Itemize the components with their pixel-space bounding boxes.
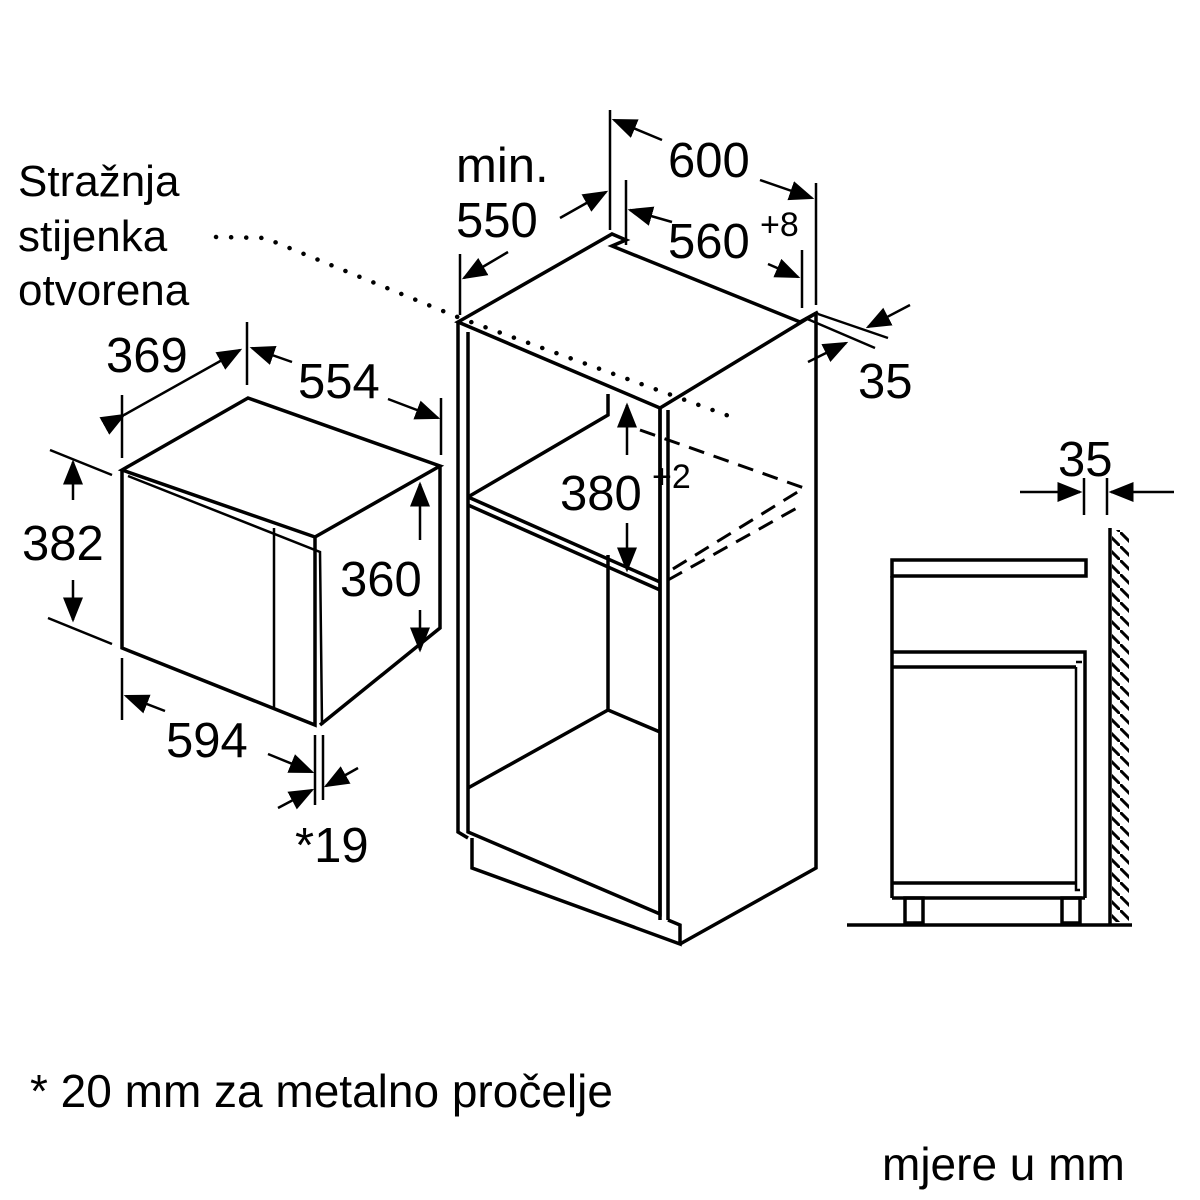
leg-left xyxy=(903,896,925,925)
appliance-height-body-label: 360 xyxy=(340,553,422,607)
appliance-drawing: 369 554 382 360 594 *19 xyxy=(22,322,445,873)
appliance-height-total-label: 382 xyxy=(22,517,104,571)
side-top-board xyxy=(890,558,1088,578)
niche-height-tolerance: +2 xyxy=(652,458,691,496)
niche-width-tolerance: +8 xyxy=(760,206,799,244)
cabinet-plinth xyxy=(470,838,682,947)
niche-width-label: 560 xyxy=(668,215,750,269)
callout-leader-dotted xyxy=(213,234,743,423)
footnote: * 20 mm za metalno pročelje xyxy=(30,1065,613,1117)
callout-line-3: otvorena xyxy=(18,266,190,315)
min-depth-label: 550 xyxy=(456,194,538,248)
appliance-front xyxy=(120,470,317,728)
appliance-side xyxy=(318,466,442,727)
units-note: mjere u mm xyxy=(882,1138,1125,1190)
side-shelf xyxy=(892,650,1087,898)
appliance-depth-label: 369 xyxy=(106,329,188,383)
cabinet-top xyxy=(454,232,819,410)
side-view-drawing: 35 xyxy=(847,433,1174,927)
rear-wall-callout: Stražnja stijenka otvorena xyxy=(18,157,743,423)
appliance-width-body-label: 554 xyxy=(298,355,380,409)
min-label: min. xyxy=(456,139,549,193)
outer-width-label: 600 xyxy=(668,134,750,188)
back-gap-label: 35 xyxy=(858,355,913,409)
callout-line-2: stijenka xyxy=(18,212,168,261)
appliance-top xyxy=(117,396,445,539)
front-thickness-label: *19 xyxy=(295,819,369,873)
appliance-front-frame xyxy=(127,474,324,726)
wall-gap-label: 35 xyxy=(1058,433,1113,487)
niche-height-label: 380 xyxy=(560,467,642,521)
cabinet-drawing: 380 +2 min. 550 600 560 +8 35 xyxy=(454,110,913,947)
wall-hatching xyxy=(1112,530,1129,922)
dim-369-line xyxy=(99,348,243,435)
cabinet-side xyxy=(679,312,818,946)
leg-right xyxy=(1060,896,1082,925)
callout-line-1: Stražnja xyxy=(18,157,180,206)
niche-dashed-outline xyxy=(639,428,808,574)
appliance-width-front-label: 594 xyxy=(166,714,248,768)
